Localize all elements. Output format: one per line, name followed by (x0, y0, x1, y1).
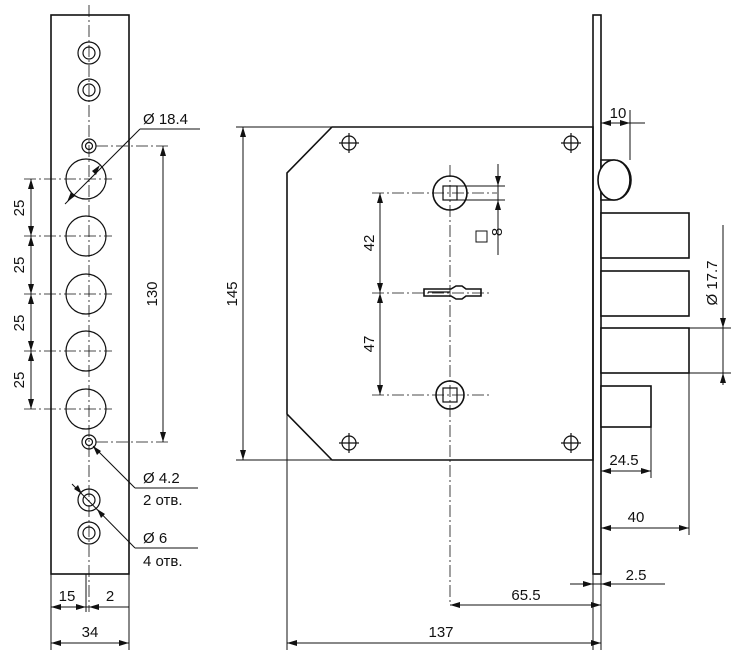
backset-dimension (450, 602, 601, 608)
total-length-label: 137 (428, 624, 453, 641)
deadbolt (600, 212, 690, 259)
case-screw-hole (339, 133, 359, 153)
small-hole-label: Ø 4.2 (143, 470, 180, 487)
faceplate-outline (50, 14, 130, 575)
deadbolt (600, 270, 690, 317)
deadbolt (600, 327, 690, 374)
bolt-projection-label: 40 (628, 509, 645, 526)
screw-hole-leader (71, 483, 198, 549)
bolt-span-label: 130 (144, 281, 161, 306)
faceplate-width-dimension-lines (50, 574, 130, 650)
vertical-spacing-dimension (377, 193, 383, 395)
bolt-hole-leader (64, 128, 200, 205)
pitch-dimension-line (28, 179, 34, 409)
latch-projection-label: 24.5 (609, 452, 638, 469)
spindle-to-key-label: 42 (361, 235, 378, 252)
screw-hole-count: 4 отв. (143, 553, 183, 570)
height-label: 145 (224, 281, 241, 306)
small-hole-count: 2 отв. (143, 492, 183, 509)
faceplate-view: 25 25 25 25 130 Ø 18.4 Ø 4.2 2 отв. (11, 5, 200, 650)
bolt-pitch-label: 25 (11, 315, 28, 332)
key-to-cylinder-label: 47 (361, 336, 378, 353)
bolt-pitch-label: 25 (11, 200, 28, 217)
lock-case-outline (286, 126, 594, 461)
square-size-label: 8 (489, 228, 506, 236)
height-dimension (236, 126, 332, 461)
screw-hole (77, 78, 101, 102)
total-length-dimension (286, 414, 601, 650)
front-plate (592, 14, 602, 575)
plate-thickness-label: 10 (610, 105, 627, 122)
case-screw-hole (561, 133, 581, 153)
lock-body-view: 8 42 47 145 (224, 14, 731, 650)
plate-thickness-dimension (601, 110, 645, 160)
bolt-pitch-label: 25 (11, 257, 28, 274)
keyhole (423, 285, 482, 300)
case-screw-hole (339, 433, 359, 453)
latch-projection-dimension (601, 427, 652, 478)
square-dimension-lines (457, 164, 505, 255)
bottom-latch (600, 385, 652, 428)
screw-hole (77, 521, 101, 545)
bolt-projection-dimension (601, 373, 690, 535)
backset-label: 65.5 (511, 587, 540, 604)
offset-left-label: 15 (59, 588, 76, 605)
bolt-span-dimension-line (160, 146, 166, 442)
screw-hole-label: Ø 6 (143, 530, 167, 547)
offset-right-label: 2 (106, 588, 114, 605)
faceplate-thickness-dimension (570, 574, 665, 650)
bolt-diameter-dimension (689, 225, 731, 385)
bolt-diameter-label: Ø 17.7 (704, 260, 721, 305)
small-hole-leader (92, 445, 198, 489)
faceplate-thickness-label: 2.5 (626, 567, 647, 584)
bolt-pitch-label: 25 (11, 372, 28, 389)
bolt-hole-label: Ø 18.4 (143, 111, 188, 128)
case-screw-hole (561, 433, 581, 453)
faceplate-width-label: 34 (82, 624, 99, 641)
screw-hole (77, 41, 101, 65)
roller-latch (597, 159, 632, 201)
screw-hole (77, 488, 101, 512)
